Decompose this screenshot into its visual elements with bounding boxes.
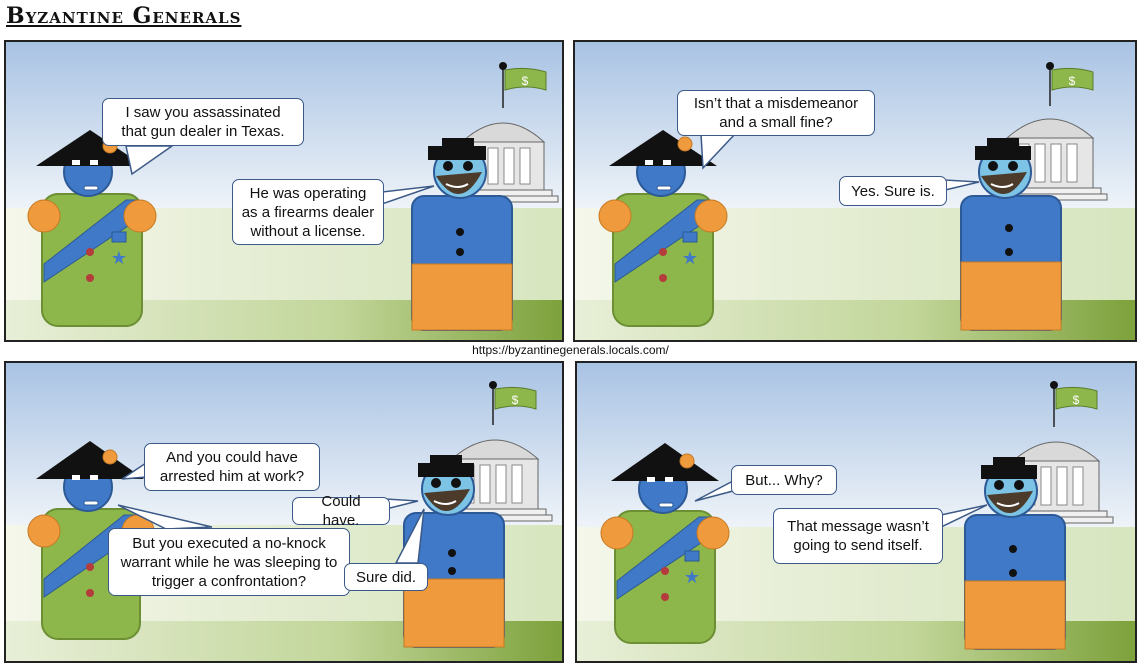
capitol-building: $ (998, 381, 1114, 524)
bubble-text: Isn’t that a misdemeanor and a small fin… (693, 95, 859, 131)
speech-bubble: Yes. Sure is. (839, 176, 947, 206)
bubble-text: I saw you assassinated that gun dealer i… (121, 104, 285, 140)
speech-bubble: Could have. (292, 493, 390, 529)
speech-bubble: But... Why? (731, 465, 837, 495)
flag-dollar-sign: $ (1069, 74, 1076, 88)
general-character: ★ (600, 443, 730, 644)
panel-3: $ (4, 361, 564, 663)
flag-dollar-sign: $ (1073, 393, 1080, 407)
flag-dollar-sign: $ (512, 393, 519, 407)
speech-bubble: That message wasn’t going to send itself… (773, 508, 943, 564)
bubble-text: But... Why? (745, 471, 823, 489)
bubble-text: But you executed a no-knock warrant whil… (120, 534, 338, 590)
officer-character (960, 138, 1062, 331)
speech-bubble: Isn’t that a misdemeanor and a small fin… (677, 90, 875, 136)
speech-bubble: I saw you assassinated that gun dealer i… (102, 98, 304, 146)
speech-bubble: He was operating as a firearms dealer wi… (232, 179, 384, 245)
bubble-text: And you could have arrested him at work? (159, 449, 305, 485)
bubble-text: Yes. Sure is. (851, 182, 935, 200)
speech-bubble: And you could have arrested him at work? (144, 443, 320, 491)
panel-3-scene: $ (6, 363, 562, 661)
panel-2: $ ★ (573, 40, 1137, 342)
general-character: ★ (27, 130, 157, 327)
bubble-text: That message wasn’t going to send itself… (787, 518, 929, 554)
comic-url: https://byzantinegenerals.locals.com/ (472, 343, 669, 357)
bubble-text: He was operating as a firearms dealer wi… (241, 184, 375, 240)
officer-character (964, 457, 1066, 650)
flag-dollar-sign: $ (522, 74, 529, 88)
general-character: ★ (598, 130, 728, 327)
panel-1: $ ★ (4, 40, 564, 342)
speech-bubble: But you executed a no-knock warrant whil… (108, 528, 350, 596)
panel-4: $ ★ (575, 361, 1137, 663)
speech-bubble: Sure did. (344, 563, 428, 591)
officer-character (403, 455, 505, 648)
comic-title: Byzantine Generals (6, 3, 242, 29)
svg-text:★: ★ (111, 248, 127, 268)
officer-character (411, 138, 513, 331)
panel-4-scene: $ ★ (577, 363, 1135, 661)
bubble-text: Sure did. (355, 568, 417, 586)
panel-1-scene: $ ★ (6, 42, 562, 340)
svg-text:★: ★ (682, 248, 698, 268)
svg-text:★: ★ (684, 567, 700, 587)
bubble-text: Could have. (321, 493, 361, 529)
